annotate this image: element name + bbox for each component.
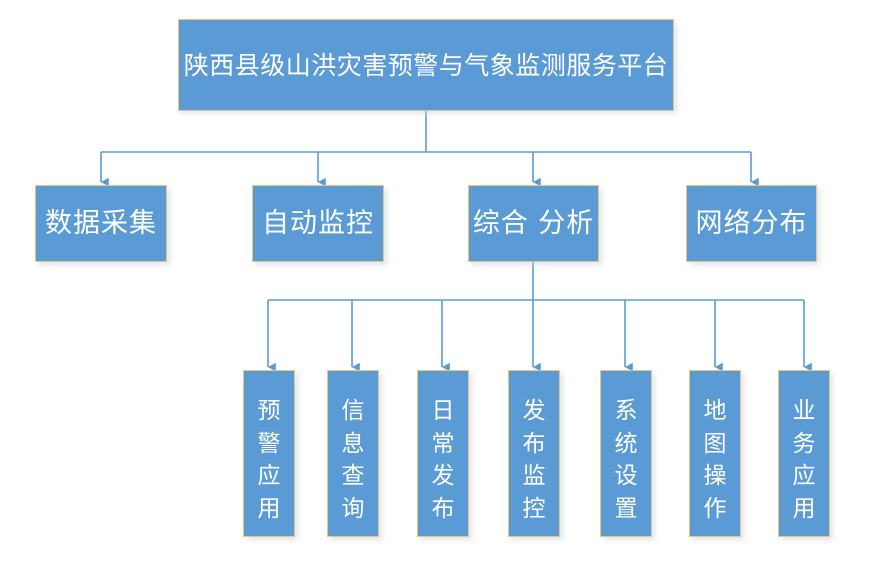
label-char: 发 [431, 463, 455, 490]
node-xinxi-chaxun-label: 信息查询 [342, 395, 365, 526]
label-char: 操 [703, 463, 727, 490]
label-char: 预 [257, 398, 281, 424]
node-root-platform[interactable]: 陕西县级山洪灾害预警与气象监测服务平台 [178, 19, 674, 111]
node-shuju-caiji[interactable]: 数据采集 [35, 185, 167, 262]
node-zidong-jiankong[interactable]: 自动监控 [252, 185, 384, 262]
label-char: 发 [522, 398, 546, 424]
node-richang-fabu-label: 日常发布 [432, 395, 455, 526]
label-char: 日 [431, 398, 455, 424]
node-ditu-caozuo[interactable]: 地图操作 [689, 370, 741, 537]
label-char: 控 [522, 495, 546, 522]
label-char: 设 [614, 463, 638, 490]
node-wangluo-fenbu-label: 网络分布 [695, 208, 808, 239]
label-char: 图 [703, 430, 727, 457]
node-fabu-jiankong-label: 发布监控 [523, 395, 546, 526]
label-char: 业 [792, 398, 816, 424]
node-shuju-caiji-label: 数据采集 [45, 208, 157, 239]
label-char: 作 [703, 495, 727, 522]
node-yujing-yingyong[interactable]: 预警应用 [243, 370, 295, 537]
node-zonghe-fenxi[interactable]: 综合 分析 [468, 185, 599, 262]
label-char: 用 [257, 495, 281, 522]
label-char: 信 [341, 398, 365, 424]
node-yewu-yingyong-label: 业务应用 [793, 395, 816, 526]
label-char: 置 [614, 495, 638, 522]
label-char: 布 [431, 495, 455, 522]
node-fabu-jiankong[interactable]: 发布监控 [508, 370, 560, 537]
node-xitong-shezhi-label: 系统设置 [615, 395, 638, 526]
label-char: 常 [431, 430, 455, 457]
label-char: 地 [703, 398, 727, 424]
node-yewu-yingyong[interactable]: 业务应用 [778, 370, 830, 537]
node-zidong-jiankong-label: 自动监控 [262, 208, 374, 239]
label-char: 询 [341, 495, 365, 522]
label-char: 系 [614, 398, 638, 424]
label-char: 息 [341, 430, 365, 457]
node-richang-fabu[interactable]: 日常发布 [417, 370, 469, 537]
node-xinxi-chaxun[interactable]: 信息查询 [327, 370, 379, 537]
label-char: 查 [341, 463, 365, 490]
node-xitong-shezhi[interactable]: 系统设置 [600, 370, 652, 537]
label-char: 务 [792, 430, 816, 457]
node-yujing-yingyong-label: 预警应用 [258, 395, 281, 526]
label-char: 用 [792, 495, 816, 522]
label-char: 统 [614, 430, 638, 457]
node-wangluo-fenbu[interactable]: 网络分布 [686, 185, 817, 262]
node-root-label: 陕西县级山洪灾害预警与气象监测服务平台 [183, 50, 669, 80]
node-ditu-caozuo-label: 地图操作 [704, 395, 727, 526]
node-zonghe-fenxi-label: 综合 分析 [472, 208, 595, 239]
label-char: 布 [522, 430, 546, 457]
label-char: 应 [792, 463, 816, 490]
label-char: 监 [522, 463, 546, 490]
label-char: 应 [257, 463, 281, 490]
label-char: 警 [257, 430, 281, 457]
